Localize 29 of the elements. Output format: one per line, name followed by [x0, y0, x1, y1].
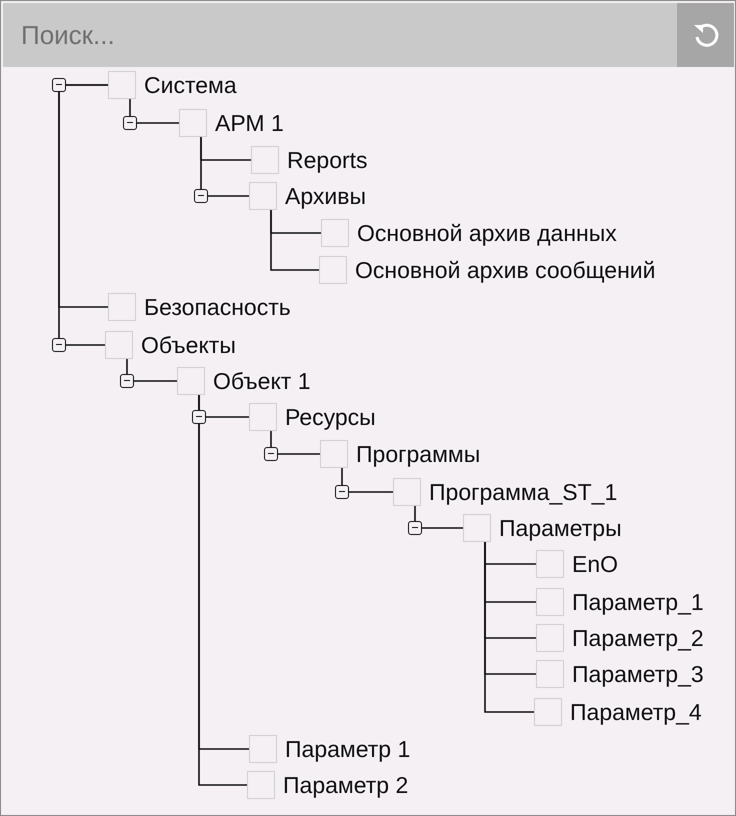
- tree-line: [484, 542, 534, 713]
- tree-line: [341, 468, 393, 493]
- tree-item-label: Reports: [287, 146, 368, 174]
- tree-item-label: Параметр 2: [283, 772, 408, 798]
- tree-item-label: Параметр_1: [572, 588, 704, 616]
- search-field: Поиск...: [3, 3, 677, 67]
- tree-line: [200, 137, 249, 197]
- tree-item-label: Объекты: [141, 332, 236, 358]
- tree-item-label: Основной архив данных: [357, 220, 617, 246]
- tree-item-label: Параметр 1: [285, 736, 410, 762]
- tree-item-label: Программы: [356, 440, 480, 468]
- tree-item-label: Параметр_2: [572, 624, 704, 652]
- tree-item-label: Параметр_4: [570, 698, 702, 726]
- tree-item-label: Параметр_3: [572, 660, 704, 688]
- tree-item-label: Программа_ST_1: [429, 478, 618, 506]
- tree-item-label: Ресурсы: [285, 404, 376, 430]
- tree-line: [414, 506, 463, 529]
- tree-item-label: Основной архив сообщений: [355, 256, 656, 284]
- tree-item-label: АРМ 1: [215, 110, 284, 136]
- tree-line: [270, 210, 319, 271]
- tree-item-label: Архивы: [285, 182, 366, 210]
- tree-line: [126, 359, 177, 382]
- tree-item-label: Система: [144, 72, 237, 98]
- tree-line: [129, 99, 179, 124]
- tree-line: [270, 431, 320, 455]
- tree-item-label: Параметры: [499, 514, 622, 542]
- tree-item-label: Безопасность: [144, 294, 291, 320]
- tree-item-label: Объект 1: [213, 368, 311, 394]
- tree-item-label: EnO: [572, 550, 618, 578]
